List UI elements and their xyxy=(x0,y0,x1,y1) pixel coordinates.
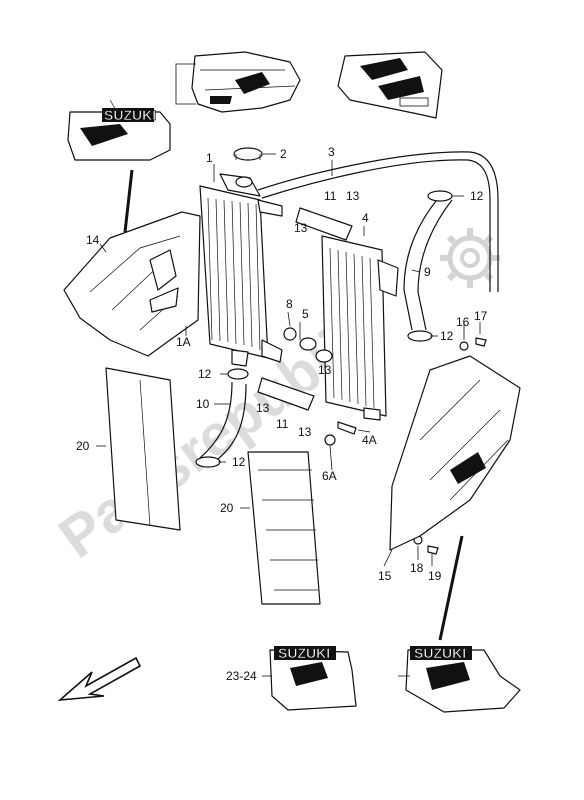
callout-12-c: 12 xyxy=(198,367,212,381)
bottom-decal-center: SUZUKI xyxy=(269,645,357,711)
callout-11-upper: 11 xyxy=(324,189,337,203)
callout-13-b: 13 xyxy=(294,221,308,235)
gear-icon xyxy=(440,228,500,288)
callout-8: 8 xyxy=(286,297,293,311)
decal-brand-text: SUZUKI xyxy=(104,107,156,123)
callout-12-a: 12 xyxy=(470,189,484,203)
callout-2: 2 xyxy=(280,147,287,161)
arrow-down-left-decal xyxy=(123,169,134,233)
callout-12-b: 12 xyxy=(440,329,454,343)
callout-16: 16 xyxy=(456,315,470,329)
decal-brand-text-center: SUZUKI xyxy=(278,645,330,661)
leader-lines xyxy=(96,153,481,677)
hose-clamps xyxy=(195,190,453,468)
hose-3 xyxy=(257,151,499,292)
radiator-right xyxy=(321,235,399,421)
callout-13-c: 13 xyxy=(256,401,270,415)
callout-19: 19 xyxy=(428,569,442,583)
bottom-decal-right: SUZUKI xyxy=(405,645,521,713)
callout-6A: 6A xyxy=(322,469,337,483)
radiator-guard-left xyxy=(105,367,181,531)
hose-11-lower xyxy=(257,377,315,411)
callout-17: 17 xyxy=(474,309,488,323)
callout-14: 14 xyxy=(86,233,100,247)
callout-12-d: 12 xyxy=(232,455,246,469)
callout-1A: 1A xyxy=(176,335,191,349)
callout-20-left: 20 xyxy=(76,439,90,453)
callout-18: 18 xyxy=(410,561,424,575)
hose-9 xyxy=(403,195,453,331)
top-decal-right xyxy=(337,51,443,119)
callout-20-center: 20 xyxy=(220,501,234,515)
decal-brand-text-right: SUZUKI xyxy=(414,645,466,661)
front-direction-arrow xyxy=(57,656,142,702)
radiator-shroud-left xyxy=(63,211,201,357)
callout-4A: 4A xyxy=(362,433,377,447)
top-decal-center xyxy=(191,51,301,113)
callout-13-d: 13 xyxy=(298,425,312,439)
callout-13-e: 13 xyxy=(318,363,332,377)
callout-13-a: 13 xyxy=(346,189,360,203)
radiator-shroud-right xyxy=(389,355,521,551)
callout-23-24: 23-24 xyxy=(226,669,257,683)
small-hardware xyxy=(283,327,487,555)
callout-4: 4 xyxy=(362,211,369,225)
callout-15: 15 xyxy=(378,569,392,583)
hose-10 xyxy=(199,381,247,463)
arrow-up-decal xyxy=(438,535,464,641)
left-side-decal: SUZUKI xyxy=(67,99,171,161)
callout-5: 5 xyxy=(302,307,309,321)
radiator-left xyxy=(199,173,283,367)
callout-3: 3 xyxy=(328,145,335,159)
callout-9: 9 xyxy=(424,265,431,279)
callouts: 1 2 3 4 5 8 9 10 11 11 12 12 12 12 13 13… xyxy=(76,145,488,683)
hose-11-upper xyxy=(295,207,353,241)
top-decal-left-leader xyxy=(175,63,196,105)
radiator-cap xyxy=(233,147,263,161)
callout-1: 1 xyxy=(206,151,213,165)
radiator-guard-center xyxy=(247,451,321,605)
callout-10: 10 xyxy=(196,397,210,411)
callout-11-lower: 11 xyxy=(276,417,289,431)
